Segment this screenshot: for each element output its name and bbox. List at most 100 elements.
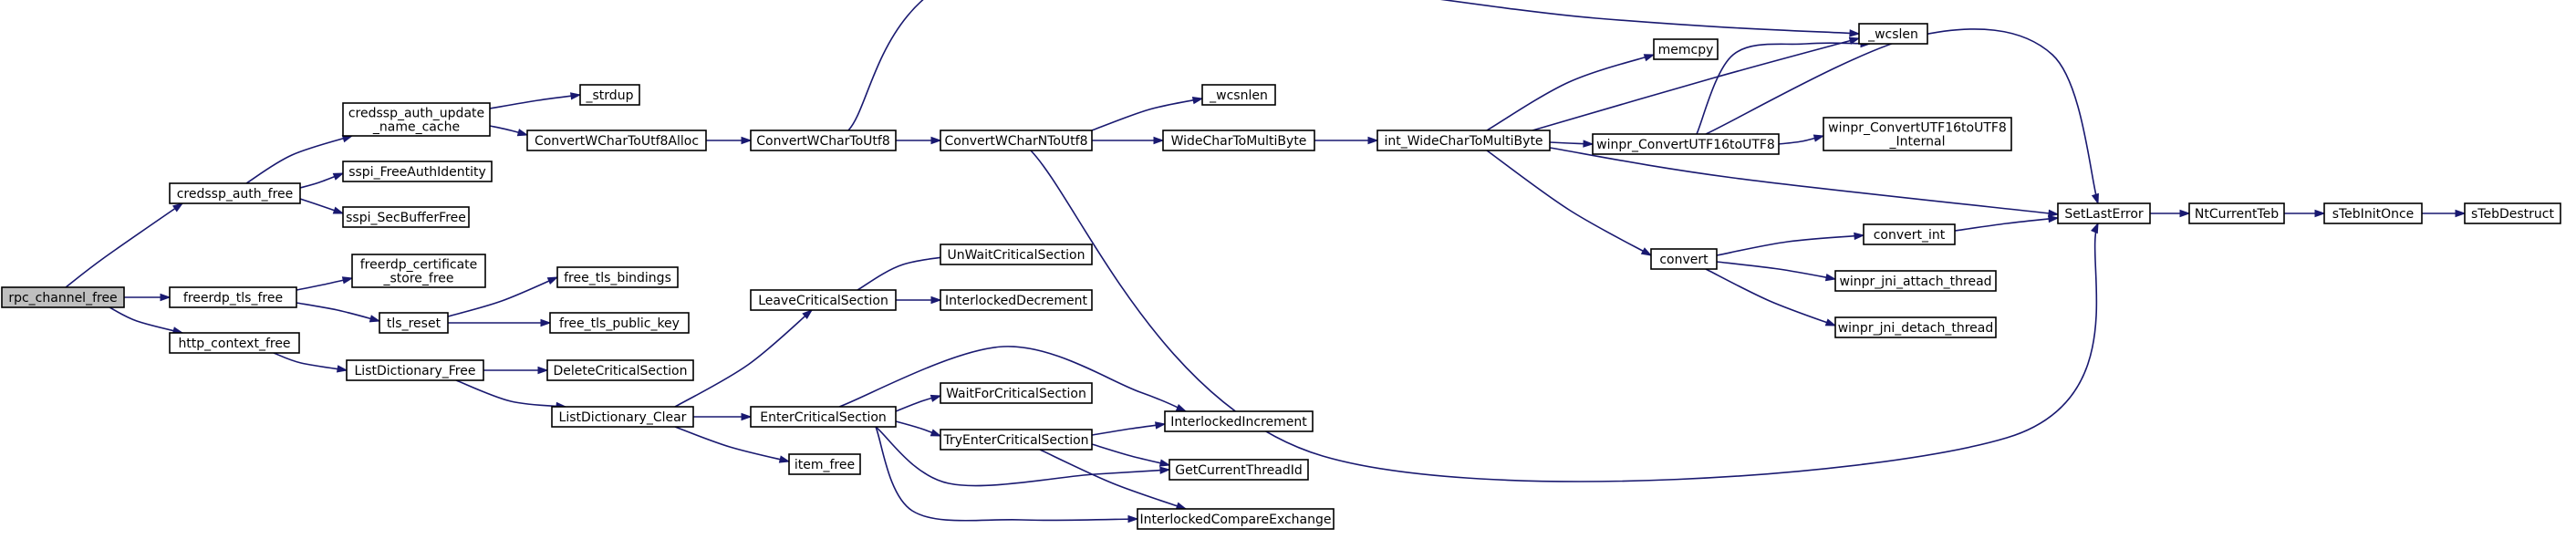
node-wcsnlen[interactable]: _wcsnlen (1201, 84, 1276, 106)
edge-line (847, 0, 1860, 131)
node-box (1650, 248, 1718, 270)
edge-arrowhead (540, 318, 552, 327)
node-convert[interactable]: convert (1650, 248, 1718, 270)
edge-arrowhead (2314, 209, 2326, 218)
edge-entercriticalsection-to-tryentercriticalsection (895, 420, 942, 437)
node-box (1863, 223, 1956, 245)
node-label: _strdup (586, 88, 634, 103)
edge-winpr-convertutf16toutf8-to-setlasterror (1705, 28, 2099, 205)
edge-convertwchartoutf8alloc-to-convertwchartoutf8 (705, 136, 753, 145)
node-stebinitonce[interactable]: sTebInitOnce (2323, 202, 2423, 224)
node-convertwcharntoutf8[interactable]: ConvertWCharNToUtf8 (940, 130, 1093, 151)
node-convertwchartoutf8[interactable]: ConvertWCharToUtf8 (750, 130, 897, 151)
edge-arrowhead (1643, 54, 1656, 62)
node-deletecriticalsection[interactable]: DeleteCriticalSection (546, 359, 694, 381)
edge-ntcurrentteb-to-stebinitonce (2284, 209, 2326, 218)
node-label: convert_int (1874, 228, 1946, 243)
node-label: GetCurrentThreadId (1175, 463, 1303, 478)
node-listdictionary-clear[interactable]: ListDictionary_Clear (551, 406, 694, 428)
edge-line (109, 306, 183, 334)
node-label: DeleteCriticalSection (554, 364, 688, 378)
node-sspi-secbufferfree[interactable]: sspi_SecBufferFree (342, 206, 470, 228)
node-listdictionary-free[interactable]: ListDictionary_Free (346, 359, 484, 381)
edge-line (65, 202, 183, 288)
node-free-tls-public-key[interactable]: free_tls_public_key (549, 312, 690, 334)
node-rpc-channel-free[interactable]: rpc_channel_free (1, 286, 125, 308)
node-label: ConvertWCharNToUtf8 (945, 134, 1088, 149)
node-box (551, 406, 694, 428)
node-entercriticalsection[interactable]: EnterCriticalSection (750, 406, 897, 428)
edge-entercriticalsection-to-waitforcriticalsection (895, 394, 942, 412)
edge-line (455, 379, 566, 408)
node-label: ListDictionary_Free (355, 364, 476, 378)
node-box (2323, 202, 2423, 224)
node-interlockedincrement[interactable]: InterlockedIncrement (1164, 410, 1314, 432)
edge-line (838, 346, 1187, 412)
node-getcurrentthreadid[interactable]: GetCurrentThreadId (1169, 459, 1309, 481)
node-convertwchartoutf8alloc[interactable]: ConvertWCharToUtf8Alloc (526, 130, 707, 151)
edge-arrowhead (336, 365, 348, 373)
edge-arrowhead (341, 276, 354, 285)
node-int-widechartomultibyte[interactable]: int_WideCharToMultiByte (1376, 130, 1551, 151)
node-winpr-convertutf16toutf8[interactable]: winpr_ConvertUTF16toUTF8 (1592, 133, 1780, 155)
node-box (579, 84, 640, 106)
edge-arrowhead (741, 136, 753, 145)
edge-int-widechartomultibyte-to-wcslen (1532, 36, 1861, 131)
node-interlockeddecrement[interactable]: InterlockedDecrement (940, 289, 1093, 311)
node-winpr-jni-attach-thread[interactable]: winpr_jni_attach_thread (1834, 270, 1997, 292)
node-label: sTebDestruct (2471, 207, 2554, 222)
edge-freerdp-tls-free-to-tls-reset (296, 302, 381, 323)
edge-arrowhead (1155, 421, 1167, 430)
node-label: NtCurrentTeb (2195, 207, 2279, 222)
edge-line (245, 135, 353, 184)
node-tls-reset[interactable]: tls_reset (379, 312, 449, 334)
edge-arrowhead (1153, 136, 1165, 145)
node-box (1162, 130, 1315, 151)
node-free-tls-bindings[interactable]: free_tls_bindings (556, 266, 679, 288)
edge-line (875, 426, 1170, 487)
node-label: _name_cache (372, 120, 460, 135)
node-widechartomultibyte[interactable]: WideCharToMultiByte (1162, 130, 1315, 151)
edge-entercriticalsection-to-interlockedincrement (838, 346, 1188, 412)
edge-setlasterror-to-ntcurrentteb (2150, 209, 2191, 218)
node-interlockedcompareexchange[interactable]: InterlockedCompareExchange (1137, 508, 1335, 530)
node-label: TryEnterCriticalSection (942, 433, 1088, 448)
node-label: freerdp_certificate (360, 258, 478, 273)
edge-line (1039, 449, 1187, 510)
edge-winpr-convertutf16toutf8-to-winpr-convertutf16toutf8-internal (1778, 134, 1825, 145)
node-label: InterlockedCompareExchange (1139, 513, 1331, 527)
node-credssp-auth-free[interactable]: credssp_auth_free (169, 182, 301, 204)
node-freerdp-certificate-store-free[interactable]: freerdp_certificate_store_free (351, 254, 486, 288)
node-setlasterror[interactable]: SetLastError (2057, 202, 2151, 224)
node-unwaitcriticalsection[interactable]: UnWaitCriticalSection (940, 244, 1093, 265)
node-tryentercriticalsection[interactable]: TryEnterCriticalSection (940, 429, 1093, 451)
node-leavecriticalsection[interactable]: LeaveCriticalSection (750, 289, 897, 311)
node-stebdestruct[interactable]: sTebDestruct (2464, 202, 2561, 224)
node-wcslen[interactable]: _wcslen (1858, 23, 1928, 45)
edge-rpc-channel-free-to-http-context-free (109, 306, 184, 335)
node-box (342, 206, 470, 228)
node-box (1201, 84, 1276, 106)
edge-listdictionary-clear-to-item-free (674, 426, 791, 463)
node-freerdp-tls-free[interactable]: freerdp_tls_free (169, 286, 297, 308)
node-item-free[interactable]: item_free (788, 453, 861, 475)
edge-arrowhead (930, 429, 942, 437)
edge-line (1716, 261, 1836, 280)
node-waitforcriticalsection[interactable]: WaitForCriticalSection (940, 382, 1093, 404)
node-sspi-freeauthidentity[interactable]: sspi_FreeAuthIdentity (342, 161, 493, 182)
node-strdup[interactable]: _strdup (579, 84, 640, 106)
edge-entercriticalsection-to-interlockedcompareexchange (875, 426, 1139, 523)
node-convert-int[interactable]: convert_int (1863, 223, 1956, 245)
edge-arrowhead (516, 129, 529, 137)
node-winpr-convertutf16toutf8-internal[interactable]: winpr_ConvertUTF16toUTF8_Internal (1823, 117, 2012, 151)
edge-arrowhead (2179, 209, 2191, 218)
node-box (169, 332, 300, 354)
node-http-context-free[interactable]: http_context_free (169, 332, 300, 354)
edge-arrowhead (2091, 222, 2099, 234)
node-winpr-jni-detach-thread[interactable]: winpr_jni_detach_thread (1834, 316, 1997, 338)
node-credssp-auth-update-name-cache[interactable]: credssp_auth_update_name_cache (342, 102, 491, 137)
node-memcpy[interactable]: memcpy (1653, 38, 1719, 60)
node-ntcurrentteb[interactable]: NtCurrentTeb (2188, 202, 2285, 224)
node-box (1834, 270, 1997, 292)
